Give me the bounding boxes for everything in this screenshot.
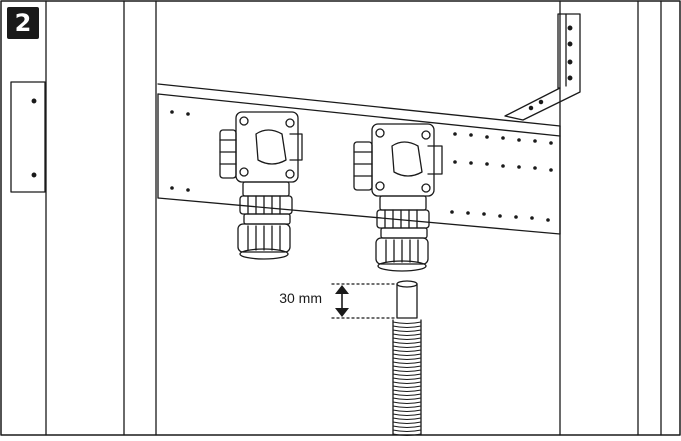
hose-ridge xyxy=(392,393,422,396)
hose-ridge xyxy=(392,401,422,404)
right-valve xyxy=(353,123,443,272)
rail-holes xyxy=(170,110,553,222)
hose-ridge xyxy=(392,417,422,420)
left-frame-posts xyxy=(45,0,157,436)
right-bracket xyxy=(504,13,581,121)
right-frame-posts xyxy=(559,0,662,436)
hose-ridge xyxy=(392,349,422,352)
hose-ridge xyxy=(392,429,422,432)
hose-ridge xyxy=(392,409,422,412)
hose-ridge xyxy=(392,329,422,332)
hose-ridge xyxy=(392,321,422,324)
left-valve xyxy=(219,111,303,260)
hose-ridge xyxy=(392,345,422,348)
dimension-label: 30 mm xyxy=(279,290,322,306)
hose-ridge xyxy=(392,373,422,376)
step-badge: 2 xyxy=(7,7,39,39)
hose-ridge xyxy=(392,381,422,384)
hose-ridge xyxy=(392,337,422,340)
hose-ridge xyxy=(392,405,422,408)
hose-ridge xyxy=(392,357,422,360)
hose-ridge xyxy=(392,389,422,392)
hose-ridge xyxy=(392,361,422,364)
mounting-rail xyxy=(157,83,561,235)
hose-ridge xyxy=(392,385,422,388)
hose-ridge xyxy=(392,325,422,328)
hose-ridge xyxy=(392,333,422,336)
hose-ridge xyxy=(392,353,422,356)
left-bracket xyxy=(10,81,46,193)
hose-ridge xyxy=(392,397,422,400)
hose-corrugation xyxy=(392,321,422,436)
hose-ridge xyxy=(392,365,422,368)
hose-ridge xyxy=(392,421,422,424)
hose-ridge xyxy=(392,377,422,380)
hose-ridge xyxy=(392,341,422,344)
dimension-marker xyxy=(331,283,397,319)
hose-ridge xyxy=(392,369,422,372)
step-number: 2 xyxy=(14,9,32,37)
dimension-arrow-icon xyxy=(335,285,349,317)
hose-ridge xyxy=(392,425,422,428)
hose-ridge xyxy=(392,413,422,416)
